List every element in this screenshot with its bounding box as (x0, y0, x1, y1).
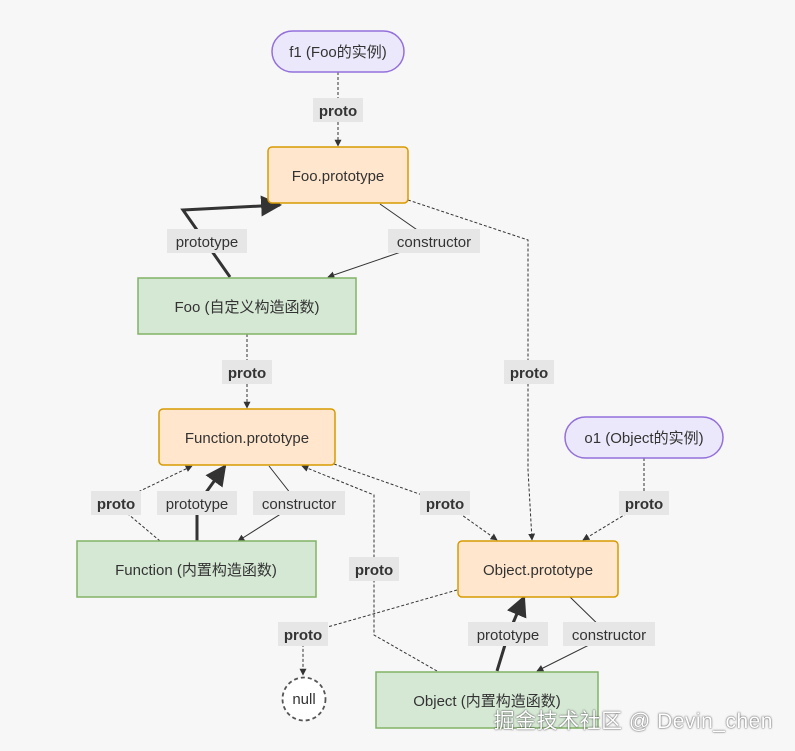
node-object: Object (内置构造函数) (375, 671, 599, 729)
edge-fooprototype-proto (407, 199, 536, 541)
svg-text:prototype: prototype (176, 234, 239, 251)
node-function: Function (内置构造函数) (76, 540, 317, 598)
node-object-prototype: Object.prototype (457, 540, 619, 598)
svg-text:constructor: constructor (397, 234, 471, 251)
label-functionprototype-constructor: constructor (253, 491, 345, 515)
label-f1-proto: proto (313, 98, 363, 122)
node-function-prototype: Function.prototype (158, 408, 336, 466)
svg-text:proto: proto (625, 496, 663, 513)
svg-text:Object.prototype: Object.prototype (483, 562, 593, 579)
node-f1: f1 (Foo的实例) (271, 30, 405, 73)
svg-text:o1 (Object的实例): o1 (Object的实例) (584, 430, 703, 447)
label-objectprototype-proto: proto (278, 622, 328, 646)
nodes: f1 (Foo的实例) Foo.prototype Foo (自定义构造函数) … (76, 30, 724, 729)
node-foo-prototype: Foo.prototype (267, 146, 409, 204)
node-null: null (281, 676, 327, 722)
svg-text:Foo.prototype: Foo.prototype (292, 168, 385, 185)
label-objectprototype-constructor: constructor (563, 622, 655, 646)
label-object-proto: proto (349, 557, 399, 581)
svg-text:proto: proto (319, 103, 357, 120)
label-fooprototype-constructor: constructor (388, 229, 480, 253)
label-fooprototype-proto: proto (504, 360, 554, 384)
label-function-prototype: prototype (157, 491, 237, 515)
svg-text:proto: proto (426, 496, 464, 513)
svg-text:Object (内置构造函数): Object (内置构造函数) (413, 693, 561, 710)
edge-function-proto (114, 465, 193, 542)
node-o1: o1 (Object的实例) (564, 416, 724, 459)
label-functionprototype-proto: proto (420, 491, 470, 515)
svg-text:proto: proto (355, 562, 393, 579)
svg-text:Function.prototype: Function.prototype (185, 430, 309, 447)
edge-labels: proto prototype constructor proto proto … (91, 98, 669, 646)
label-object-prototype: prototype (468, 622, 548, 646)
label-o1-proto: proto (619, 491, 669, 515)
svg-text:constructor: constructor (262, 496, 336, 513)
svg-text:proto: proto (97, 496, 135, 513)
edge-functionprototype-proto (333, 463, 498, 541)
svg-text:prototype: prototype (477, 627, 540, 644)
label-foo-prototype: prototype (167, 229, 247, 253)
svg-text:constructor: constructor (572, 627, 646, 644)
svg-text:proto: proto (510, 365, 548, 382)
svg-text:null: null (292, 691, 315, 708)
svg-text:prototype: prototype (166, 496, 229, 513)
svg-text:Function (内置构造函数): Function (内置构造函数) (115, 562, 277, 579)
svg-text:proto: proto (228, 365, 266, 382)
svg-text:f1 (Foo的实例): f1 (Foo的实例) (289, 44, 387, 61)
svg-text:proto: proto (284, 627, 322, 644)
svg-text:Foo (自定义构造函数): Foo (自定义构造函数) (174, 299, 319, 316)
edge-foo-prototype (180, 195, 283, 278)
label-foo-proto: proto (222, 360, 272, 384)
watermark: 掘金技术社区 @ Devin_chen (493, 710, 773, 733)
node-foo: Foo (自定义构造函数) (137, 277, 357, 335)
label-function-proto: proto (91, 491, 141, 515)
